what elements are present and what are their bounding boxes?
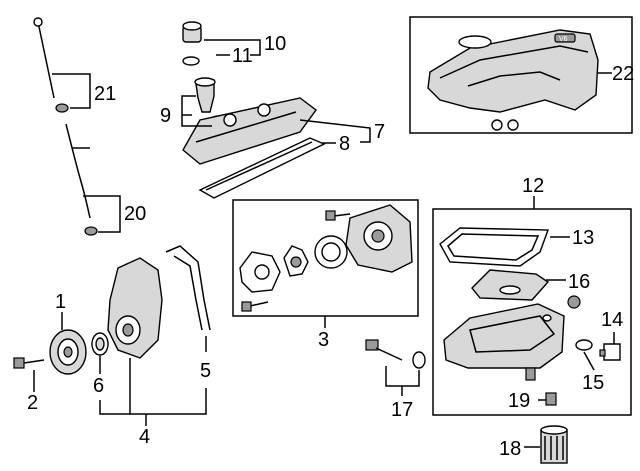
dipstick <box>33 17 69 113</box>
callout-19: 19 <box>508 390 530 412</box>
oil-pan <box>443 295 581 369</box>
callout-10: 10 <box>264 33 286 55</box>
oil-pan-gasket <box>439 227 549 267</box>
callout-8: 8 <box>339 133 350 155</box>
harmonic-balancer <box>49 329 87 375</box>
oil-filler-cap <box>182 21 202 66</box>
callout-13: 13 <box>572 227 594 249</box>
balancer-bolt <box>13 357 45 369</box>
callout-12: 12 <box>522 175 544 197</box>
callout-1: 1 <box>55 291 66 313</box>
oil-pan-box <box>432 208 632 416</box>
callout-16: 16 <box>568 271 590 293</box>
callout-11: 11 <box>232 45 253 67</box>
callout-5: 5 <box>200 360 211 382</box>
callout-4: 4 <box>139 426 150 448</box>
sensor-seal <box>575 339 593 351</box>
callout-22: 22 <box>612 63 634 85</box>
callout-14: 14 <box>601 309 623 331</box>
timing-cover-gasket <box>165 245 211 331</box>
callout-2: 2 <box>27 392 38 414</box>
pump-bolt-top <box>325 210 351 221</box>
cover-badge: V6 <box>559 36 568 43</box>
oil-pan-plug <box>545 392 557 406</box>
callout-18: 18 <box>499 438 521 460</box>
oil-pressure-sensor <box>599 343 621 361</box>
callout-9: 9 <box>160 105 171 127</box>
oil-filter <box>540 425 568 464</box>
callout-15: 15 <box>582 372 604 394</box>
callout-7: 7 <box>374 121 385 143</box>
callout-17: 17 <box>391 399 413 421</box>
oil-pan-drain-plug <box>525 367 536 381</box>
oil-baffle <box>471 269 550 301</box>
callout-3: 3 <box>318 329 329 351</box>
pump-bolt-bottom <box>241 301 269 312</box>
front-seal <box>91 332 109 356</box>
callout-21: 21 <box>94 83 116 105</box>
dipstick-tube <box>65 123 98 236</box>
engine-cover-box <box>409 16 633 134</box>
valve-cover <box>182 97 317 165</box>
callout-labels: 1 2 3 4 5 6 7 8 9 10 11 12 13 14 15 16 1… <box>27 33 634 460</box>
leader-lines <box>33 39 615 448</box>
oil-cooler-fitting <box>365 339 426 369</box>
timing-cover <box>107 257 163 359</box>
valve-cover-gasket <box>198 137 326 199</box>
oil-pump <box>239 204 413 312</box>
callout-20: 20 <box>124 203 146 225</box>
callout-6: 6 <box>93 375 104 397</box>
engine-cover: V6 <box>427 29 599 131</box>
